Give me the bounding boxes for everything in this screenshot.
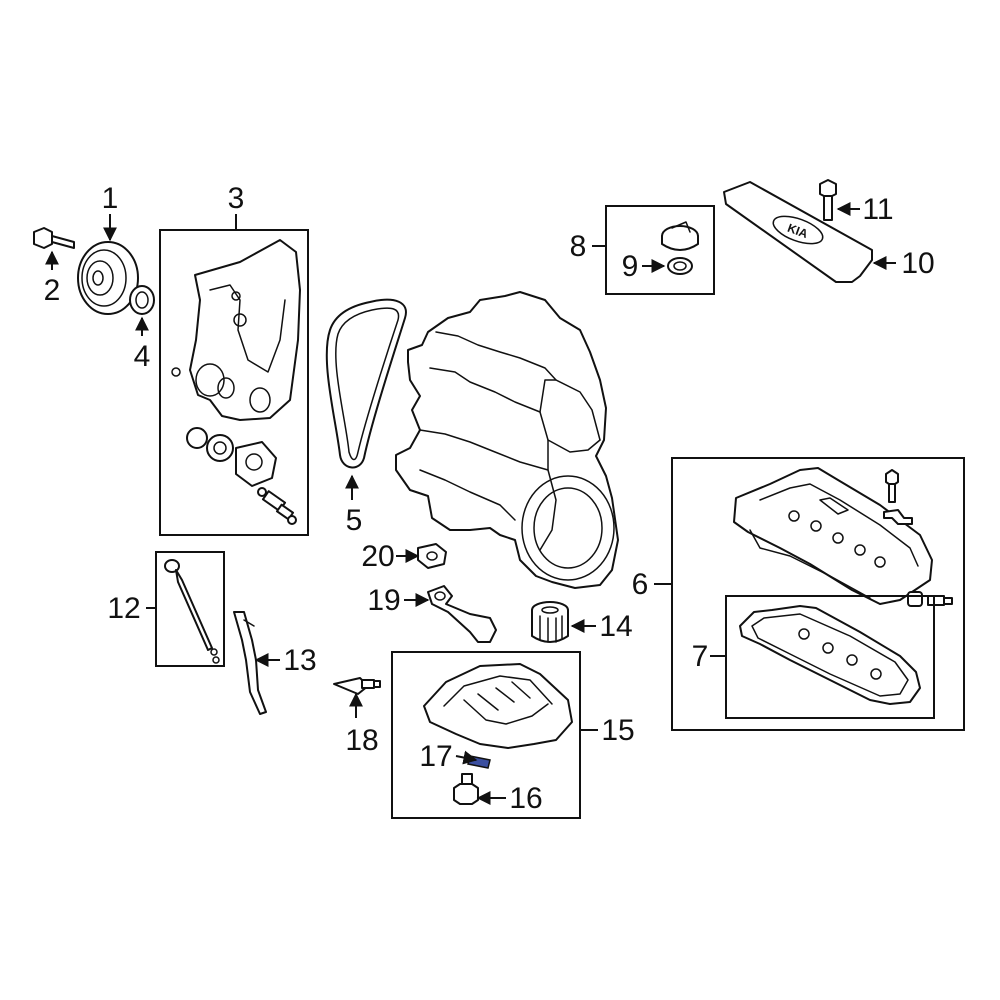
callout-19: 19 [367, 584, 400, 617]
callout-20: 20 [361, 540, 394, 573]
front-seal[interactable] [129, 285, 155, 315]
timing-chain[interactable] [325, 298, 407, 469]
engine-block [395, 291, 619, 589]
callout-14: 14 [599, 610, 632, 643]
callout-11: 11 [862, 193, 893, 226]
drain-plug[interactable] [453, 773, 479, 805]
valve-cover-bracket[interactable] [883, 509, 913, 525]
callout-2: 2 [44, 274, 61, 307]
drain-plug-gasket[interactable] [467, 755, 491, 769]
callout-3: 3 [228, 182, 245, 215]
pulley-bolt[interactable] [33, 227, 75, 249]
oil-pickup-gasket[interactable] [417, 543, 447, 569]
kia-logo: KIA [786, 221, 811, 241]
valve-cover-box [671, 457, 965, 731]
callout-1: 1 [102, 182, 119, 215]
oil-pan[interactable] [423, 663, 573, 749]
timing-cover[interactable] [171, 239, 301, 421]
callout-7: 7 [692, 640, 709, 673]
oil-dipstick[interactable] [164, 559, 220, 664]
callout-5: 5 [346, 504, 363, 537]
cover-bolt[interactable] [819, 179, 837, 221]
oil-filter[interactable] [531, 601, 569, 643]
engine-cover[interactable]: KIA [723, 181, 873, 283]
dipstick-tube[interactable] [233, 611, 267, 715]
valve-cover-bolt[interactable] [885, 469, 899, 503]
valve-cover-gasket[interactable] [739, 605, 921, 705]
timing-cover-box [159, 229, 309, 536]
oil-cap-box [605, 205, 715, 295]
callout-16: 16 [509, 782, 542, 815]
leader-lines [45, 202, 896, 805]
oil-pan-box [391, 651, 581, 819]
oil-pump-gears[interactable] [186, 427, 297, 525]
callout-18: 18 [345, 724, 378, 757]
callout-13: 13 [283, 644, 316, 677]
valve-cover[interactable] [733, 467, 933, 605]
oil-pressure-switch[interactable] [333, 677, 381, 695]
oil-cap-gasket[interactable] [667, 257, 693, 275]
callout-15: 15 [601, 714, 634, 747]
callout-17: 17 [419, 740, 452, 773]
oil-strainer[interactable] [427, 585, 497, 643]
oil-filler-cap[interactable] [661, 221, 699, 251]
callout-12: 12 [107, 592, 140, 625]
callout-10: 10 [901, 247, 934, 280]
crankshaft-pulley[interactable] [77, 241, 139, 315]
pcv-valve[interactable] [907, 591, 953, 607]
callout-8: 8 [570, 230, 587, 263]
callout-numbers: 1 2 3 4 5 6 7 8 9 10 11 12 13 14 15 16 1… [44, 182, 935, 815]
callout-4: 4 [134, 340, 151, 373]
callout-6: 6 [632, 568, 649, 601]
callout-9: 9 [622, 250, 639, 283]
